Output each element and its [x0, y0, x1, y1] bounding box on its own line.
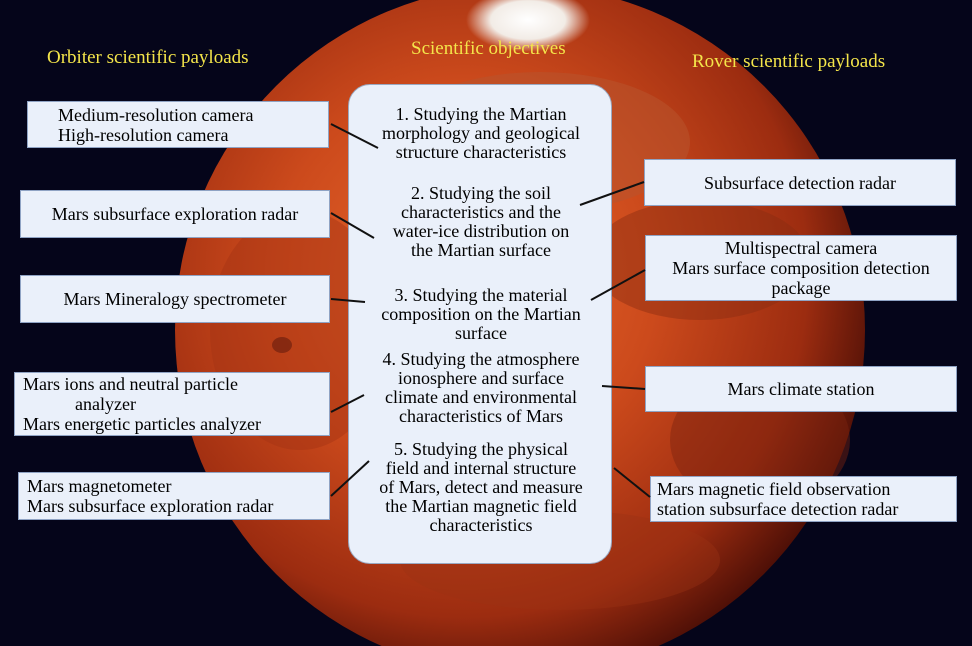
payload-line: station subsurface detection radar — [657, 499, 898, 519]
objective-5: 5. Studying the physical field and inter… — [349, 440, 613, 535]
objective-line: morphology and geological — [349, 124, 613, 143]
objective-3: 3. Studying the material composition on … — [349, 286, 613, 343]
payload-line: Mars ions and neutral particle — [23, 374, 238, 394]
orbiter-payload-mineralogy-spectrometer: Mars Mineralogy spectrometer — [20, 275, 330, 323]
payload-line: Mars subsurface exploration radar — [52, 204, 298, 224]
objective-4: 4. Studying the atmosphere ionosphere an… — [349, 350, 613, 426]
payload-line: Medium-resolution camera — [58, 105, 253, 125]
orbiter-heading: Orbiter scientific payloads — [47, 47, 249, 69]
rover-heading: Rover scientific payloads — [692, 51, 885, 73]
objective-line: field and internal structure — [349, 459, 613, 478]
payload-line: Mars magnetic field observation — [657, 479, 890, 499]
objective-line: structure characteristics — [349, 143, 613, 162]
objective-line: water-ice distribution on — [349, 222, 613, 241]
objective-2: 2. Studying the soil characteristics and… — [349, 184, 613, 260]
payload-line: Subsurface detection radar — [704, 173, 896, 193]
objective-line: 3. Studying the material — [349, 286, 613, 305]
rover-payload-subsurface-radar: Subsurface detection radar — [644, 159, 956, 206]
orbiter-payload-subsurface-radar: Mars subsurface exploration radar — [20, 190, 330, 238]
objective-line: composition on the Martian — [349, 305, 613, 324]
orbiter-payload-magnetometer: Mars magnetometer Mars subsurface explor… — [18, 472, 330, 520]
rover-payload-multispectral-composition: Multispectral camera Mars surface compos… — [645, 235, 957, 301]
objective-line: of Mars, detect and measure — [349, 478, 613, 497]
payload-line: package — [772, 278, 831, 298]
payload-line: analyzer — [23, 394, 136, 414]
payload-line: Multispectral camera — [725, 238, 877, 258]
payload-line: High-resolution camera — [58, 125, 228, 145]
rover-payload-magnetic-station: Mars magnetic field observation station … — [650, 476, 957, 522]
objective-line: the Martian surface — [349, 241, 613, 260]
objective-line: characteristics — [349, 516, 613, 535]
objective-line: surface — [349, 324, 613, 343]
objective-1: 1. Studying the Martian morphology and g… — [349, 105, 613, 162]
payload-line: Mars climate station — [728, 379, 875, 399]
objective-line: 5. Studying the physical — [349, 440, 613, 459]
payload-line: Mars surface composition detection — [672, 258, 929, 278]
objectives-heading: Scientific objectives — [411, 38, 566, 60]
objective-line: characteristics of Mars — [349, 407, 613, 426]
scientific-objectives-panel: 1. Studying the Martian morphology and g… — [348, 84, 612, 564]
payload-line: Mars magnetometer — [27, 476, 171, 496]
payload-line: Mars energetic particles analyzer — [23, 414, 261, 434]
objective-line: ionosphere and surface — [349, 369, 613, 388]
payload-line: Mars Mineralogy spectrometer — [64, 289, 287, 309]
objective-line: the Martian magnetic field — [349, 497, 613, 516]
orbiter-payload-particle-analyzers: Mars ions and neutral particle analyzer … — [14, 372, 330, 436]
rover-payload-climate-station: Mars climate station — [645, 366, 957, 412]
objective-line: climate and environmental — [349, 388, 613, 407]
payload-line: Mars subsurface exploration radar — [27, 496, 273, 516]
orbiter-payload-cameras: Medium-resolution camera High-resolution… — [27, 101, 329, 148]
objective-line: characteristics and the — [349, 203, 613, 222]
objective-line: 4. Studying the atmosphere — [349, 350, 613, 369]
objective-line: 2. Studying the soil — [349, 184, 613, 203]
objective-line: 1. Studying the Martian — [349, 105, 613, 124]
